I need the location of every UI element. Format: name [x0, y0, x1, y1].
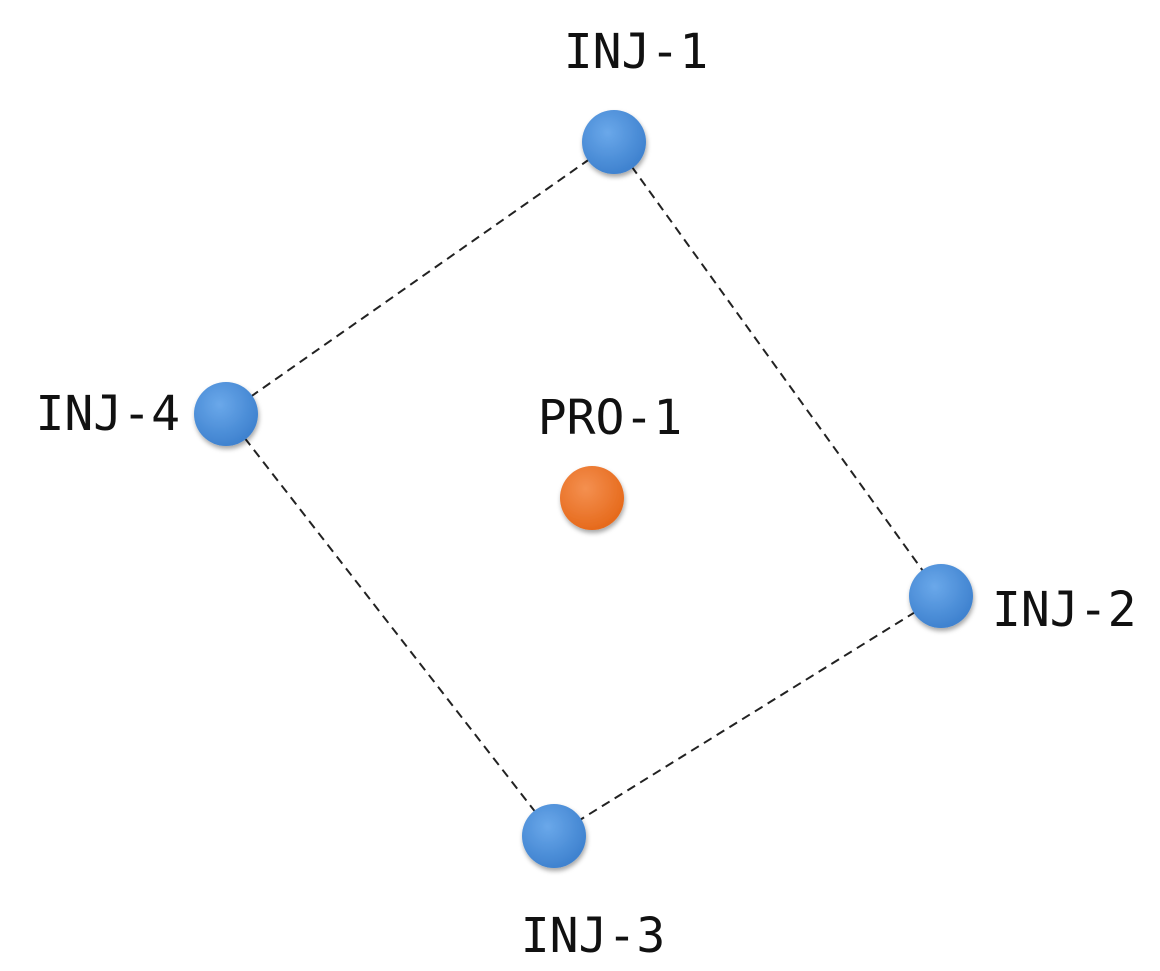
connection-inj3-inj4: [225, 413, 555, 837]
inj3-label: INJ-3: [521, 908, 666, 964]
inj1-well-marker: [582, 110, 646, 174]
inj1-label: INJ-1: [564, 24, 709, 80]
inj4-well-marker: [194, 382, 258, 446]
connection-inj4-inj1: [225, 141, 615, 415]
pro1-well-marker: [560, 466, 624, 530]
connection-inj1-inj2: [613, 141, 942, 597]
pattern-boundary: [225, 141, 942, 837]
inj2-label: INJ-2: [992, 582, 1137, 638]
inj2-well-marker: [909, 564, 973, 628]
inj4-label: INJ-4: [36, 386, 181, 442]
well-nodes: [194, 110, 973, 868]
connection-inj2-inj3: [553, 595, 942, 837]
inj3-well-marker: [522, 804, 586, 868]
pro1-label: PRO-1: [538, 390, 683, 446]
